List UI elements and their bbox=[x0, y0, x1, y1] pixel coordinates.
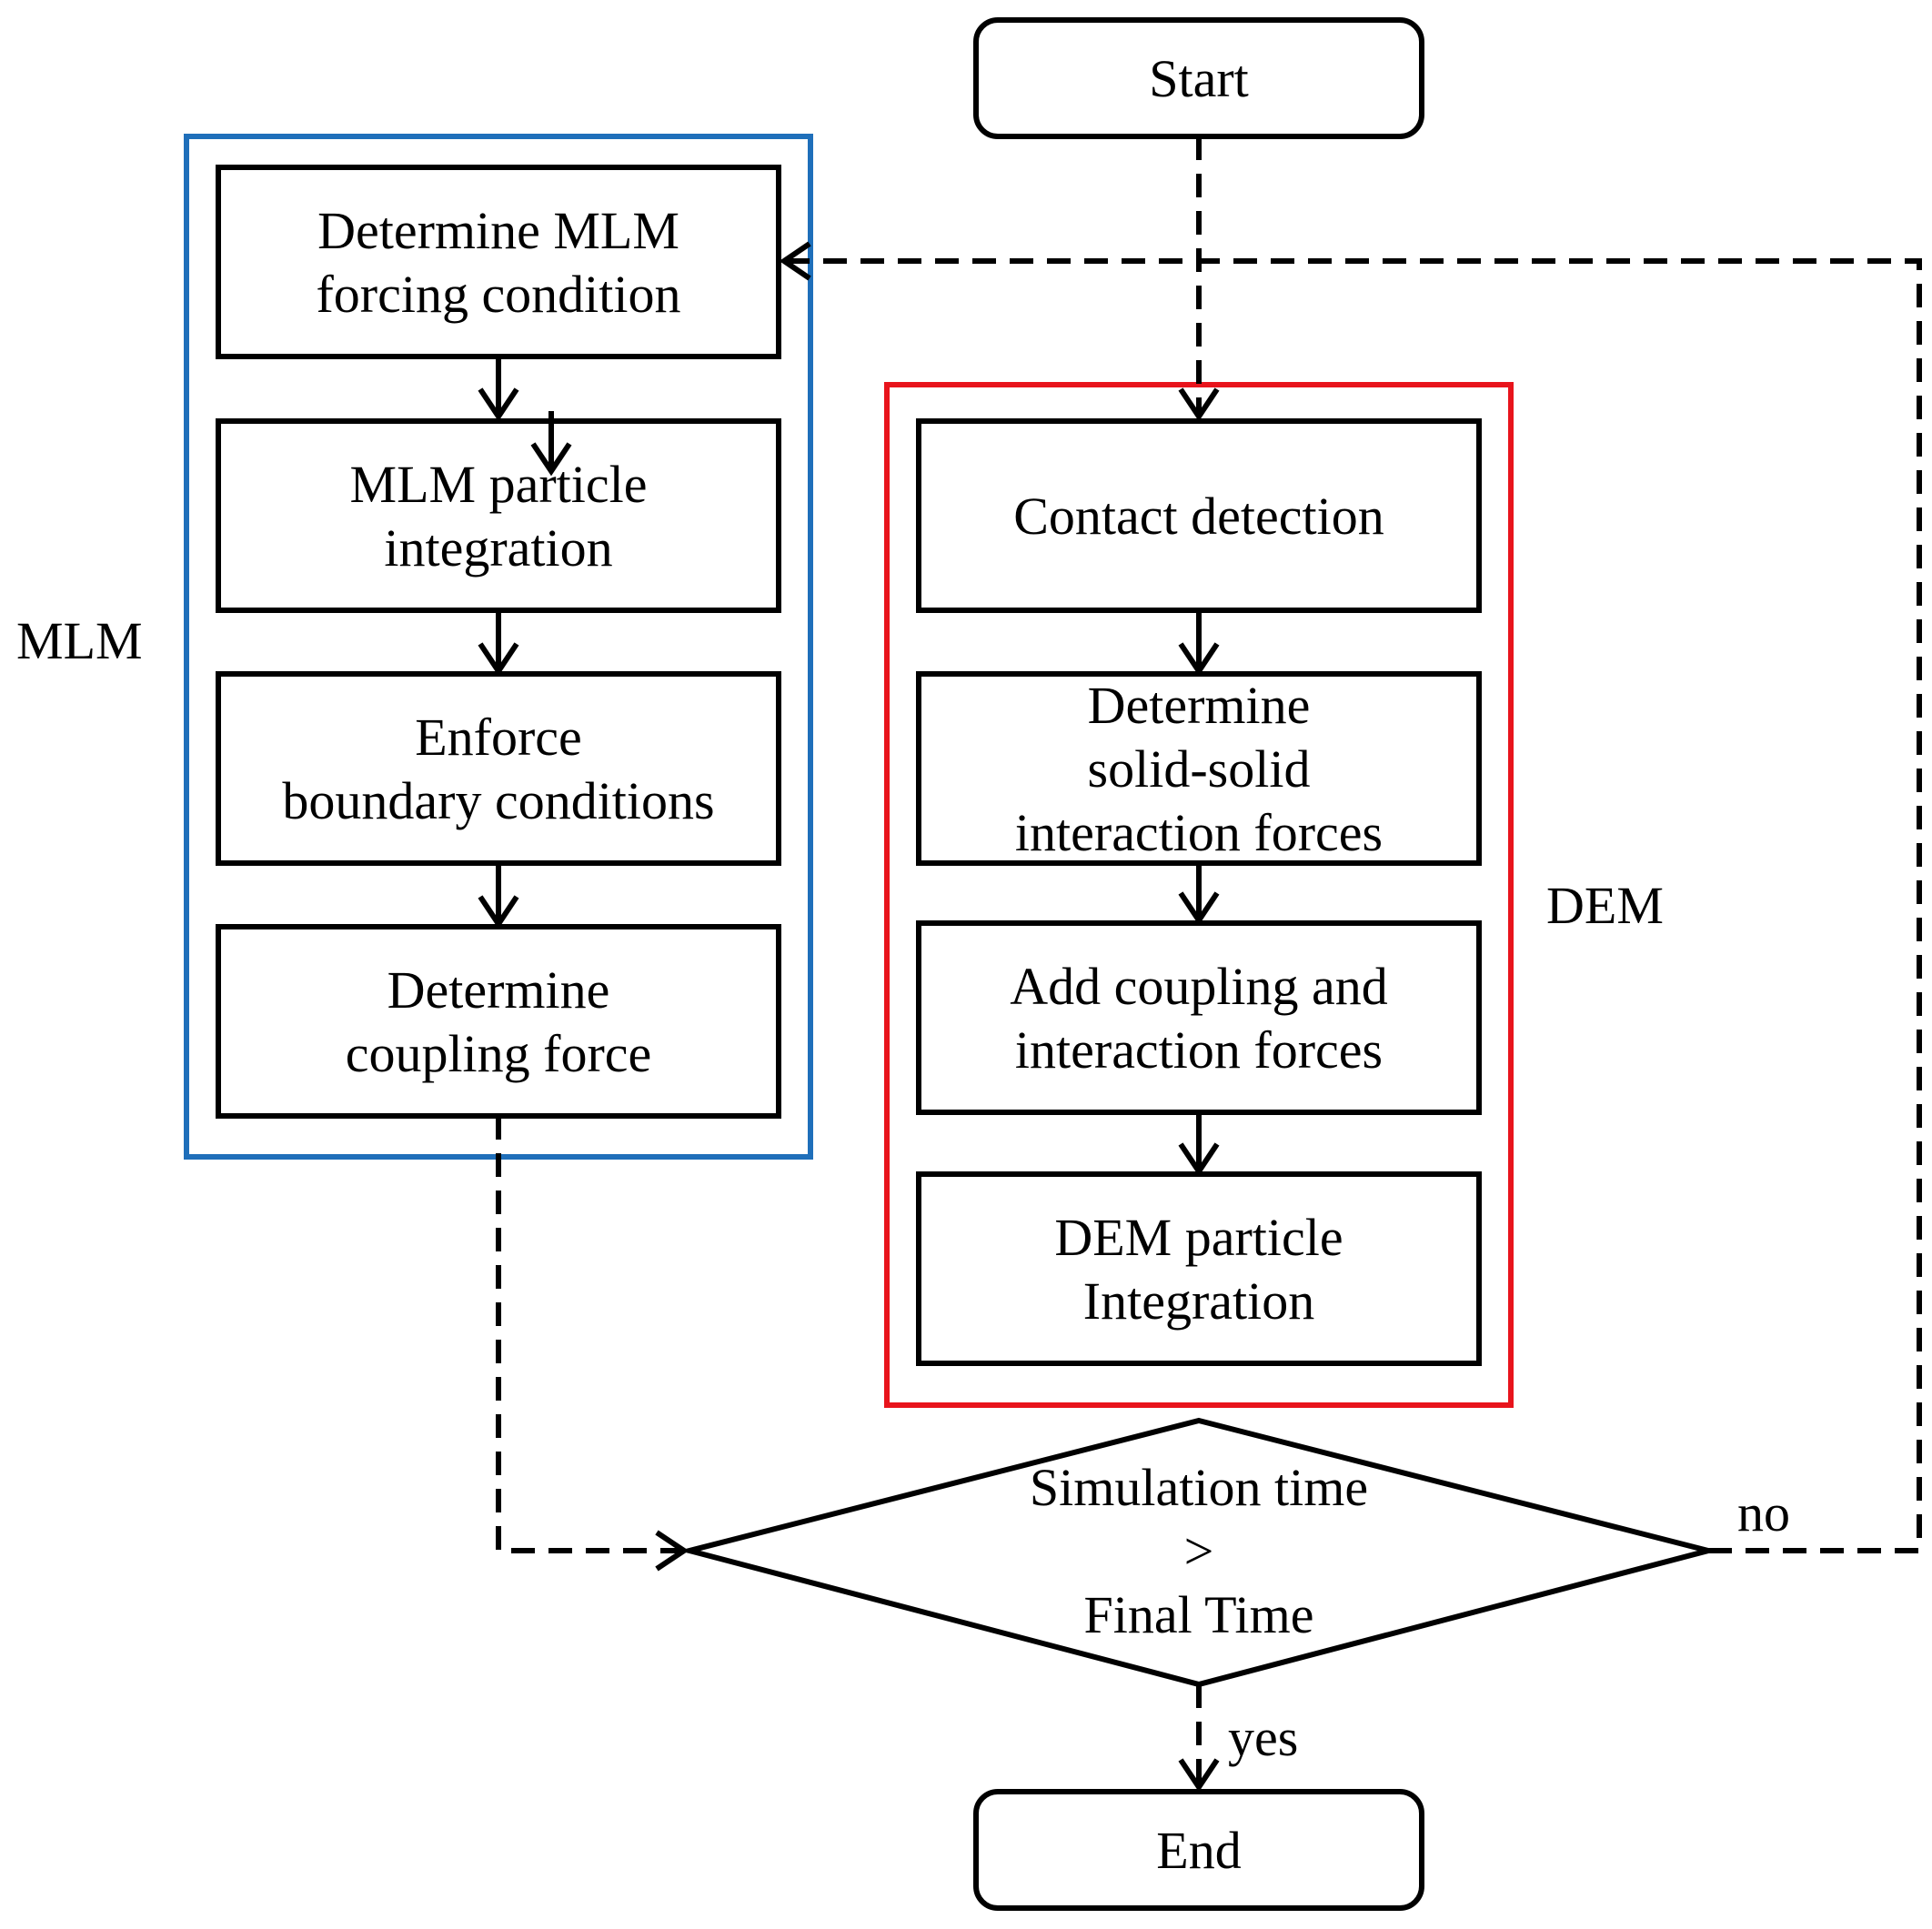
solid-solid-node bbox=[916, 671, 1482, 866]
solid-solid-label-line: solid-solid bbox=[1088, 739, 1311, 799]
enforce-bc-label-line: Enforce bbox=[415, 708, 582, 767]
solid-solid-label-line: interaction forces bbox=[1015, 803, 1383, 862]
solid-solid-label-line: Determine bbox=[1088, 676, 1311, 735]
mlm-forcing-node bbox=[216, 165, 781, 359]
add-forces-label-line: interaction forces bbox=[1015, 1020, 1383, 1080]
no-edge-label: no bbox=[1737, 1483, 1790, 1542]
coupling-force-label-line: coupling force bbox=[346, 1024, 652, 1083]
coupling-force-node bbox=[216, 924, 781, 1119]
contact-detection-label: Contact detection bbox=[1013, 487, 1384, 546]
start-label-line: Start bbox=[1149, 49, 1249, 108]
mlm-forcing-label-line: Determine MLM bbox=[317, 201, 679, 260]
dashed-connectors bbox=[496, 136, 1922, 1793]
dem-group-frame bbox=[884, 382, 1514, 1408]
decision-label: Simulation time>Final Time bbox=[1030, 1458, 1368, 1644]
enforce-bc-label-line: boundary conditions bbox=[282, 771, 714, 830]
end-label: End bbox=[1156, 1821, 1241, 1880]
mlm-forcing-label-line: forcing condition bbox=[316, 265, 680, 324]
decision-label-line: Simulation time bbox=[1030, 1458, 1368, 1517]
dem-integration-node bbox=[916, 1171, 1482, 1366]
dem-integration-label-line: Integration bbox=[1083, 1271, 1314, 1331]
add-forces-node bbox=[916, 920, 1482, 1115]
mlm-integration-node bbox=[216, 418, 781, 613]
enforce-bc-node bbox=[216, 671, 781, 866]
mlm-solid-arrows bbox=[478, 357, 572, 929]
mlm-integration-label-line: integration bbox=[384, 518, 612, 578]
end-label-line: End bbox=[1156, 1821, 1241, 1880]
dem-solid-arrows bbox=[1178, 610, 1220, 1177]
start-label: Start bbox=[1149, 49, 1249, 108]
decision-label-line: > bbox=[1184, 1522, 1214, 1581]
dem-group-label: DEM bbox=[1546, 876, 1664, 935]
add-forces-label-line: Add coupling and bbox=[1010, 957, 1388, 1016]
mlm-integration-label-line: MLM particle bbox=[350, 455, 648, 514]
mlm-group-label: MLM bbox=[16, 611, 143, 670]
coupling-force-label-line: Determine bbox=[387, 960, 610, 1020]
yes-edge-label: yes bbox=[1228, 1708, 1298, 1767]
contact-detection-label-line: Contact detection bbox=[1013, 487, 1384, 546]
dem-integration-label-line: DEM particle bbox=[1054, 1208, 1343, 1267]
decision-label-line: Final Time bbox=[1083, 1585, 1313, 1644]
